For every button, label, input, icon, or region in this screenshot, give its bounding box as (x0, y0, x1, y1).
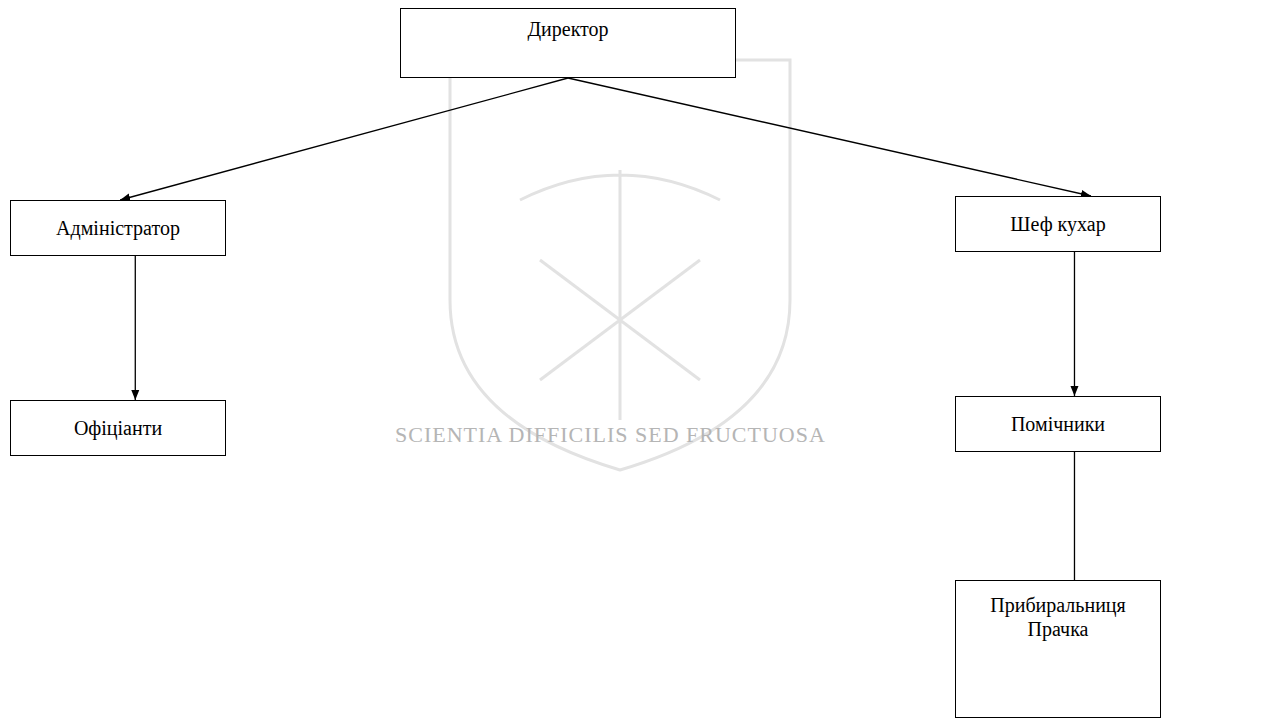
role-box: ПрибиральницяПрачка (955, 580, 1161, 718)
hierarchy-arrow (1074, 452, 1075, 580)
hierarchy-arrow (1074, 252, 1075, 396)
role-box: Шеф кухар (955, 196, 1161, 252)
role-title: Директор (527, 17, 608, 41)
role-title: Помічники (1011, 412, 1105, 436)
role-title: Шеф кухар (1010, 212, 1105, 236)
role-box: Адміністратор (10, 200, 226, 256)
hierarchy-arrow (120, 78, 568, 200)
hierarchy-arrow (568, 78, 1091, 196)
role-box: Офіціанти (10, 400, 226, 456)
watermark-text: SCIENTIA DIFFICILIS SED FRUCTUOSA (395, 422, 826, 448)
role-title: Офіціанти (74, 416, 162, 440)
role-title: Адміністратор (56, 216, 180, 240)
role-title: Прибиральниця (990, 593, 1126, 617)
hierarchy-arrow (135, 256, 136, 400)
role-title: Прачка (1028, 617, 1089, 641)
role-box: Директор (400, 8, 736, 78)
role-box: Помічники (955, 396, 1161, 452)
